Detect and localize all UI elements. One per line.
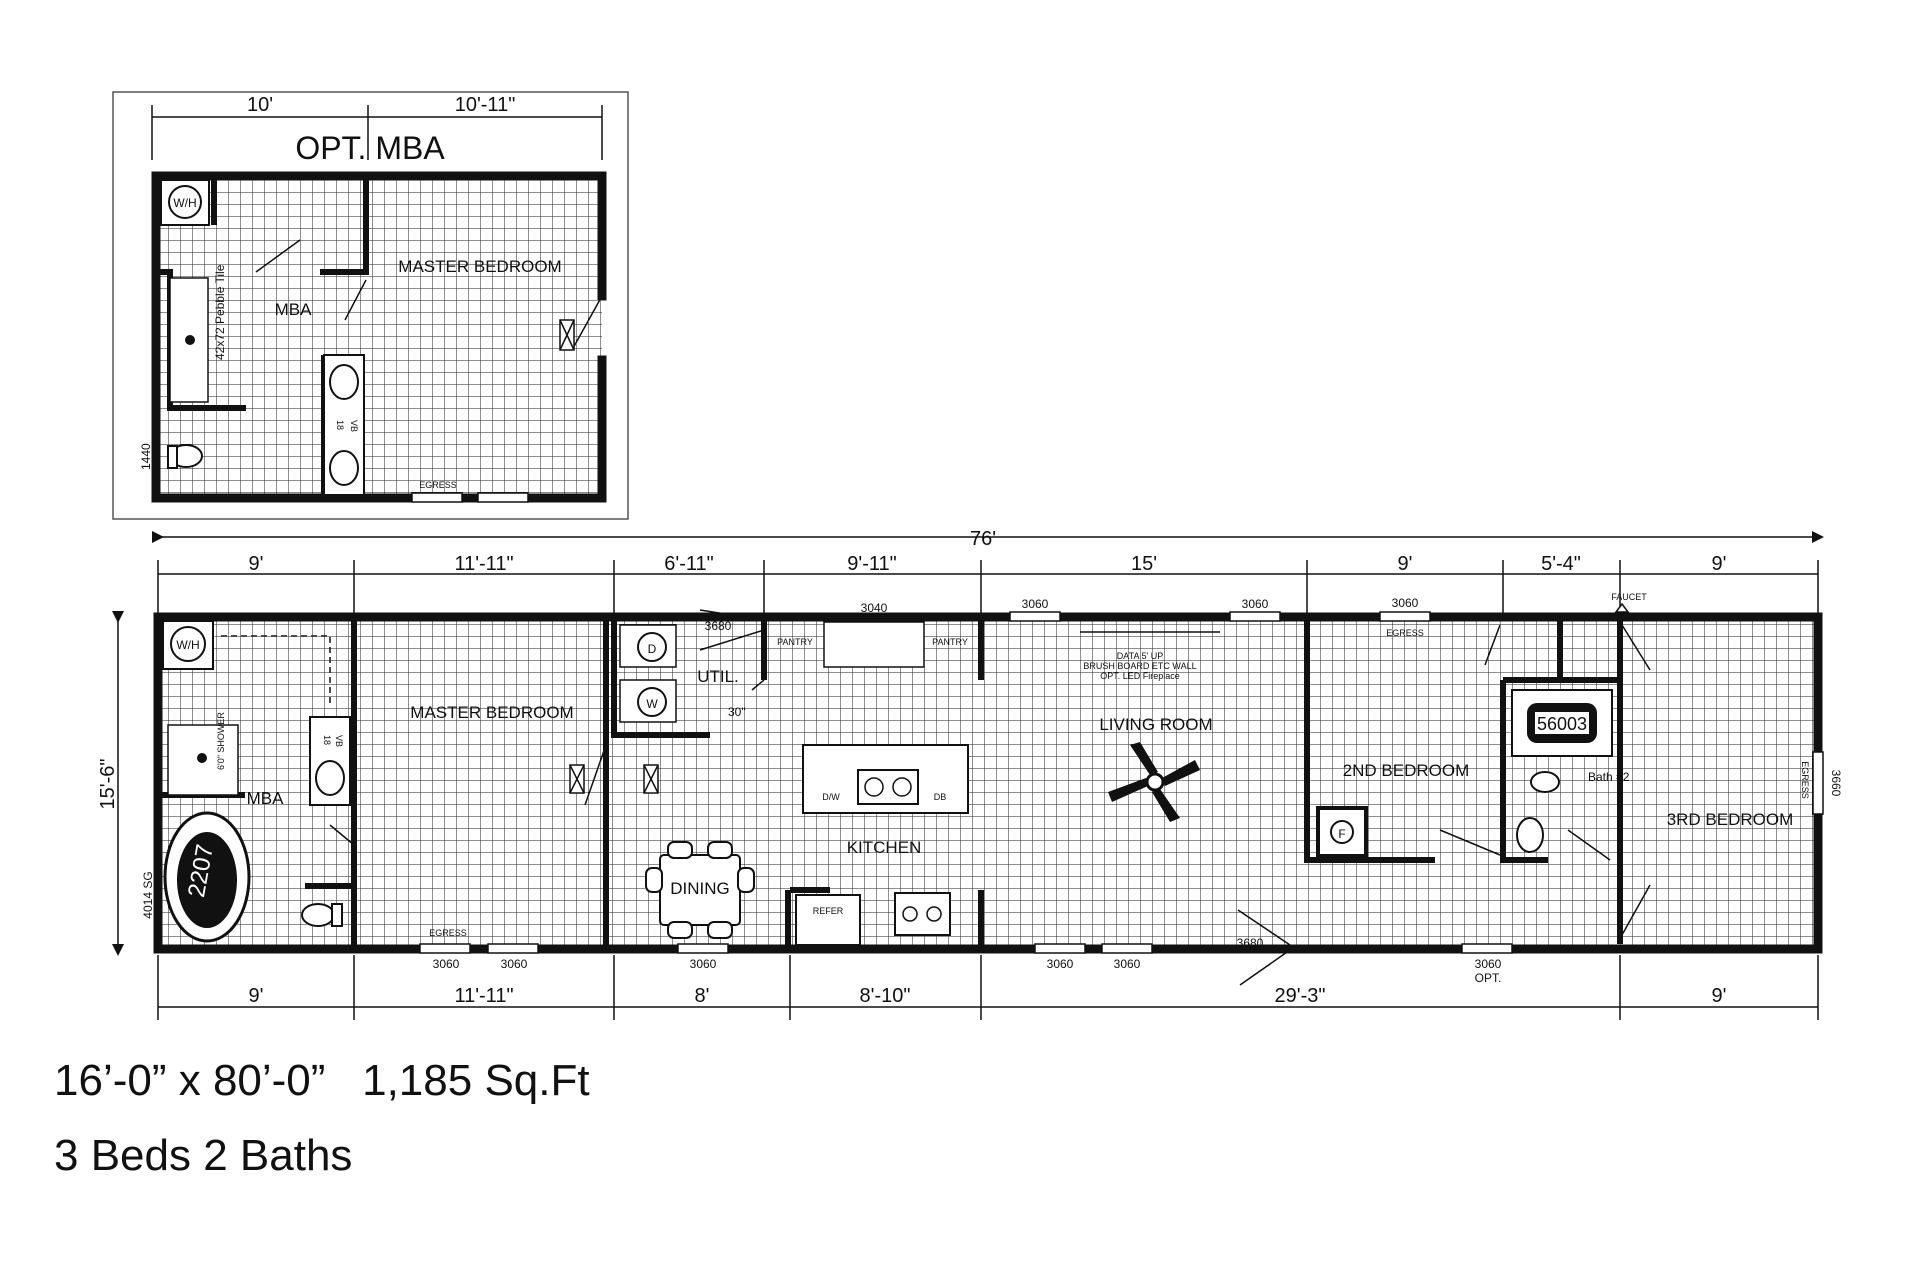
vb-size: 18	[322, 735, 332, 745]
second-bedroom-label: 2ND BEDROOM	[1343, 761, 1470, 780]
dryer-label: D	[648, 642, 657, 656]
bath2-toilet-icon	[1530, 771, 1560, 793]
top-dim-5: 15'	[1131, 553, 1157, 575]
overall-length: 76'	[970, 528, 996, 550]
window-3060-lr1: 3060	[1022, 597, 1049, 611]
inset-egress-window-2	[477, 492, 529, 503]
bottom-dim-3: 8'	[695, 985, 710, 1007]
br3-egress-label: EGRESS	[1800, 761, 1810, 799]
top-dim-7: 5'-4"	[1541, 553, 1581, 575]
window-3060-mb2: 3060	[501, 957, 528, 971]
dw-label: D/W	[822, 792, 840, 802]
main-floor-grid	[158, 617, 1818, 949]
bottom-dim-ticks	[157, 955, 1819, 1020]
main-floor-plan: 76' 9' 11'-11" 6'-11" 9'-11" 15' 9' 5'-4…	[97, 528, 1843, 1020]
inset-dim-1: 10'	[247, 94, 273, 116]
inset-egress-window-1	[411, 492, 463, 503]
inset-bath-wall	[320, 176, 369, 275]
bath2-tub-label: 56003	[1537, 714, 1587, 734]
fireplace-label: F	[1338, 827, 1345, 841]
data-note-1: DATA 5' UP	[1117, 651, 1163, 661]
dining-label: DINING	[670, 879, 730, 898]
top-dim-6: 9'	[1398, 553, 1413, 575]
third-bedroom-label: 3RD BEDROOM	[1667, 810, 1794, 829]
vb-label: VB	[334, 735, 344, 747]
window-4014: 4014 SG	[141, 871, 155, 918]
inset-title: OPT. MBA	[295, 130, 445, 166]
util-label: UTIL.	[697, 667, 739, 686]
window-3060-mb1: 3060	[433, 957, 460, 971]
door-3680: 3680	[1237, 936, 1264, 950]
inset-vb-label: VB	[349, 420, 359, 432]
kitchen-label: KITCHEN	[847, 838, 922, 857]
inset-mba-label: MBA	[275, 300, 313, 319]
mba-label: MBA	[247, 789, 285, 808]
mb-egress-label: EGRESS	[429, 928, 467, 938]
window-3060-dining: 3060	[690, 957, 717, 971]
inset-vb-size: 18	[335, 420, 345, 430]
top-dim-3: 6'-11"	[664, 553, 713, 575]
faucet-label: FAUCET	[1611, 592, 1647, 602]
pantry-right-label: PANTRY	[932, 637, 968, 647]
top-dim-4: 9'-11"	[847, 553, 896, 575]
washer-label: W	[646, 697, 658, 711]
window-3060-lr2: 3060	[1242, 597, 1269, 611]
size-and-area-caption: 16’-0” x 80’-0” 1,185 Sq.Ft	[54, 1056, 590, 1105]
refer-label: REFER	[813, 906, 844, 916]
ceiling-fan-icon	[1108, 742, 1200, 822]
inset-shower-icon	[169, 277, 209, 403]
data-note-2: BRUSH BOARD ETC WALL	[1083, 661, 1196, 671]
pantry-left-label: PANTRY	[777, 637, 813, 647]
window-3060-lr4: 3060	[1114, 957, 1141, 971]
inset-dim-2: 10'-11"	[455, 94, 516, 116]
top-dim-8: 9'	[1712, 553, 1727, 575]
data-note-3: OPT. LED Fireplace	[1100, 671, 1180, 681]
window-3680-util: 3680	[705, 619, 732, 633]
window-3660-frame	[1812, 751, 1824, 815]
bottom-dim-4: 8'-10"	[860, 985, 911, 1007]
top-dim-ticks	[157, 560, 1819, 614]
inset-wall-top	[151, 171, 607, 301]
shower-label: 6'0" SHOWER	[216, 712, 226, 770]
inset-master-bedroom-label: MASTER BEDROOM	[398, 257, 561, 276]
db-label: DB	[934, 792, 947, 802]
window-3060-br2: 3060	[1392, 596, 1419, 610]
door-swing-label: 30"	[728, 705, 746, 719]
window-3660: 3660	[1829, 770, 1843, 797]
bath2-label: Bath #2	[1588, 770, 1630, 784]
inset-pebble-tile: 42x72 Pebble Tile	[213, 264, 227, 360]
window-3060-opt: 3060	[1475, 957, 1502, 971]
top-dim-2: 11'-11"	[454, 553, 513, 575]
living-room-label: LIVING ROOM	[1099, 715, 1212, 734]
bottom-windows	[419, 943, 1513, 954]
beds-baths-caption: 3 Beds 2 Baths	[54, 1131, 353, 1180]
inset-window-1440: 1440	[139, 443, 153, 470]
bottom-dim-5: 29'-3"	[1275, 985, 1326, 1007]
bath2-sink-icon	[1516, 817, 1544, 853]
bottom-dim-6: 9'	[1712, 985, 1727, 1007]
inset-wh-label: W/H	[173, 196, 196, 210]
master-bedroom-label: MASTER BEDROOM	[410, 703, 573, 722]
inset-egress-label: EGRESS	[419, 480, 457, 490]
refrigerator-icon	[795, 894, 861, 946]
window-3060-lr3: 3060	[1047, 957, 1074, 971]
inset-wall-rest	[151, 171, 607, 503]
br2-egress-label: EGRESS	[1386, 628, 1424, 638]
wh-label: W/H	[176, 638, 199, 652]
bottom-dim-2: 11'-11"	[454, 985, 513, 1007]
top-dim-1: 9'	[249, 553, 264, 575]
upper-cabinets	[823, 621, 925, 668]
window-opt-label: OPT.	[1475, 971, 1502, 985]
window-3040: 3040	[861, 601, 888, 615]
toilet-icon	[301, 903, 335, 927]
width-dim: 15'-6"	[97, 759, 119, 810]
bottom-dim-1: 9'	[249, 985, 264, 1007]
inset-optional-mba: 10' 10'-11" OPT. MBA W/H 42x72 Pebble Ti…	[112, 91, 629, 520]
inset-floor-grid	[156, 176, 602, 496]
